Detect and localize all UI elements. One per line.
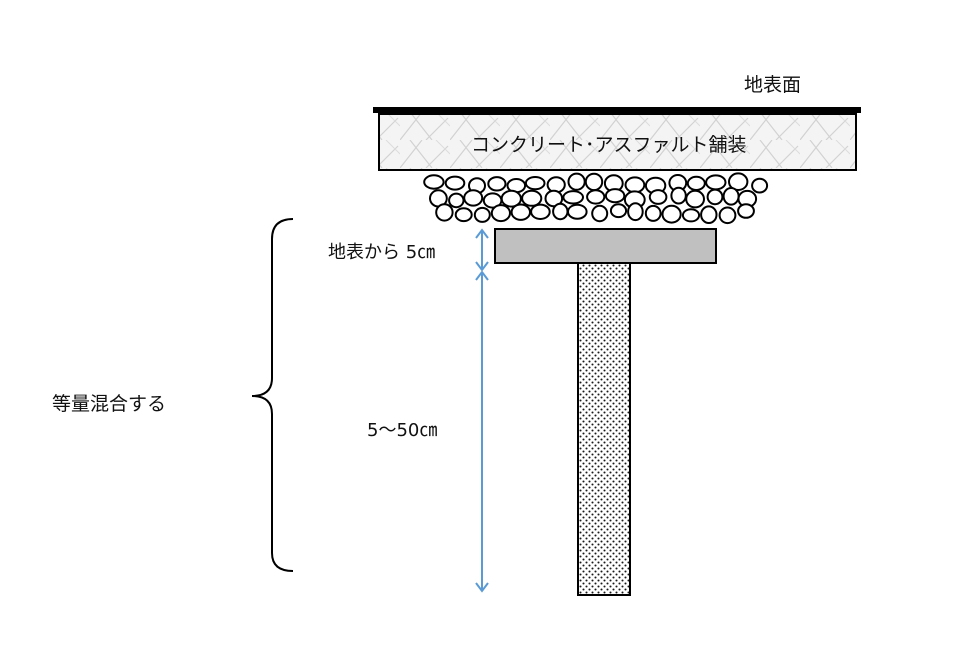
curly-brace (251, 218, 294, 572)
gravel-pebble (751, 177, 769, 194)
mix-equally-label: 等量混合する (52, 393, 166, 415)
gravel-pebble (705, 174, 727, 191)
depth-arrow-short (475, 228, 489, 272)
gravel-pebble (448, 192, 465, 209)
gravel-pebble (644, 204, 662, 222)
gravel-pebble (487, 176, 507, 192)
gravel-pebble (500, 189, 522, 208)
gravel-pebble (686, 175, 706, 191)
gravel-pebble (521, 189, 543, 207)
buried-plate (494, 228, 717, 264)
gravel-pebble (604, 188, 626, 204)
gravel-pebble (454, 207, 473, 223)
gravel-layer (423, 172, 769, 225)
gravel-pebble (737, 203, 755, 219)
gravel-pebble (609, 203, 628, 219)
gravel-pebble (567, 172, 586, 191)
pavement-hatch (380, 115, 855, 169)
gravel-pebble (681, 208, 701, 223)
gravel-pebble (444, 175, 466, 191)
gravel-pebble (670, 186, 687, 205)
gravel-pebble (700, 205, 718, 224)
dotted-post-fill (579, 264, 629, 594)
depth-range-label: 5～50㎝ (367, 420, 437, 441)
gravel-pebble (586, 189, 606, 205)
gravel-pebble (584, 172, 604, 192)
gravel-pebble (490, 204, 511, 223)
gravel-pebble (685, 189, 705, 209)
gravel-pebble (722, 187, 740, 206)
ground-surface-line (373, 107, 861, 113)
gravel-pebble (567, 203, 588, 220)
gravel-pebble (562, 190, 585, 205)
gravel-pebble (728, 172, 749, 191)
gravel-pebble (648, 189, 668, 205)
gravel-pebble (706, 188, 724, 206)
ground-surface-label: 地表面 (744, 74, 801, 96)
depth-arrow-long (475, 270, 489, 593)
pavement-label: コンクリート･アスファルト舗装 (471, 134, 747, 156)
gravel-pebble (510, 203, 531, 221)
depth-from-surface-label: 地表から 5㎝ (328, 242, 435, 263)
gravel-pebble (624, 176, 646, 194)
gravel-pebble (661, 204, 682, 224)
gravel-pebble (463, 189, 484, 207)
gravel-pebble (718, 206, 737, 225)
gravel-pebble (435, 203, 454, 222)
gravel-pebble (591, 204, 609, 223)
gravel-pebble (552, 202, 569, 221)
gravel-pebble (473, 206, 491, 223)
gravel-pebble (530, 203, 551, 221)
gravel-pebble (524, 176, 546, 191)
gravel-pebble (627, 202, 644, 222)
gravel-pebble (423, 174, 445, 190)
